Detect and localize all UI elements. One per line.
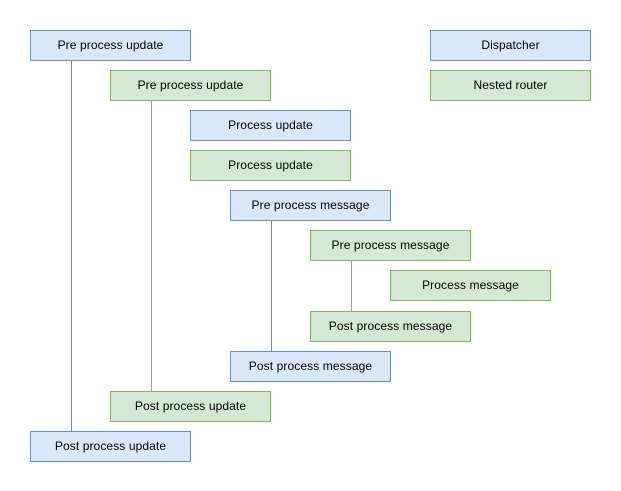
- node-label: Post process update: [134, 398, 247, 413]
- node-label: Pre process message: [251, 197, 370, 212]
- node-n10[interactable]: Post process update: [110, 391, 271, 422]
- node-n9[interactable]: Post process message: [230, 351, 391, 382]
- connector-n6-to-n8: [351, 261, 352, 312]
- legend-item-dispatcher[interactable]: Dispatcher: [430, 30, 591, 61]
- node-n6[interactable]: Pre process message: [310, 230, 471, 261]
- node-n2[interactable]: Pre process update: [110, 70, 271, 101]
- legend-item-label: Dispatcher: [481, 37, 540, 52]
- node-label: Pre process update: [57, 37, 164, 52]
- node-label: Post process message: [248, 358, 373, 373]
- node-n8[interactable]: Post process message: [310, 311, 471, 342]
- node-label: Process update: [228, 157, 313, 172]
- connector-n2-to-n10: [151, 101, 152, 392]
- node-label: Post process message: [328, 318, 453, 333]
- node-label: Post process update: [54, 438, 167, 453]
- legend-item-nested-router[interactable]: Nested router: [430, 70, 591, 101]
- node-n5[interactable]: Pre process message: [230, 190, 391, 221]
- node-n3[interactable]: Process update: [190, 110, 351, 141]
- connector-n1-to-n11: [71, 61, 72, 432]
- node-n11[interactable]: Post process update: [30, 431, 191, 462]
- node-n1[interactable]: Pre process update: [30, 30, 191, 61]
- node-label: Pre process update: [137, 77, 244, 92]
- node-n7[interactable]: Process message: [390, 270, 551, 301]
- connector-n5-to-n9: [271, 221, 272, 352]
- node-label: Pre process message: [331, 237, 450, 252]
- node-label: Process message: [422, 277, 519, 292]
- node-label: Process update: [228, 117, 313, 132]
- node-n4[interactable]: Process update: [190, 150, 351, 181]
- legend-item-label: Nested router: [473, 77, 548, 92]
